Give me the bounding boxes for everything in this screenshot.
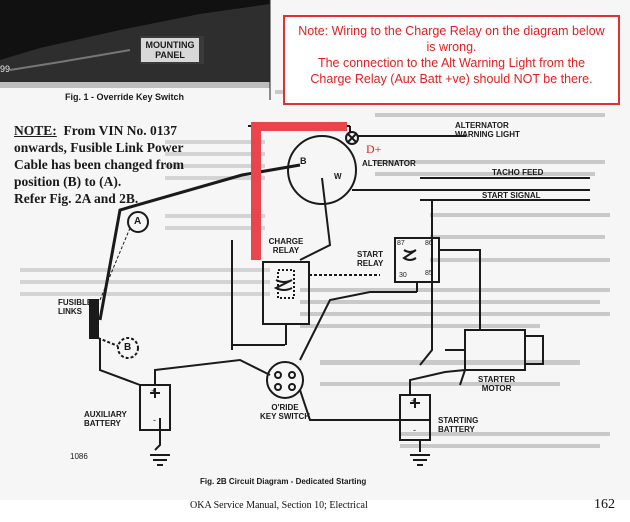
aux-battery-minus: - [153, 415, 156, 425]
page-number: 162 [594, 497, 615, 512]
fusible-links-symbol [89, 299, 99, 339]
vin-note-line-2: Cable has been changed from [14, 157, 185, 172]
note-line-4: Charge Relay (Aux Batt +ve) should NOT b… [310, 72, 593, 86]
mounting-panel-label: MOUNTING PANEL [143, 40, 197, 60]
fig1-caption: Fig. 1 - Override Key Switch [65, 92, 185, 102]
warning-light-symbol [345, 131, 359, 145]
key-switch-label: O'RIDE KEY SWITCH [248, 403, 322, 421]
alternator-symbol [287, 135, 357, 205]
callout-b-circle [117, 337, 139, 359]
starting-battery-symbol [399, 394, 431, 441]
key-switch-symbol [266, 361, 304, 399]
alternator-label: ALTERNATOR [362, 159, 416, 168]
starter-motor-line-2: MOTOR [481, 384, 512, 393]
vin-note-heading: NOTE: [14, 123, 57, 138]
mounting-panel-tag [141, 38, 199, 62]
charge-relay-line-1: CHARGE [268, 237, 304, 246]
alt-warning-light-label: ALTERNATOR WARNING LIGHT [455, 121, 520, 139]
relay-pin-87: 87 [397, 240, 405, 247]
alt-warning-light-line-1: ALTERNATOR [455, 121, 509, 130]
alt-warning-light-line-2: WARNING LIGHT [455, 130, 520, 139]
fusible-links-label: FUSIBLE LINKS [58, 298, 92, 316]
mounting-panel-line-1: MOUNTING [145, 40, 195, 50]
auxiliary-battery-label: AUXILIARY BATTERY [84, 410, 127, 428]
key-switch-line-2: KEY SWITCH [259, 412, 311, 421]
mounting-panel-line-2: PANEL [155, 50, 185, 60]
aux-battery-line-2: BATTERY [84, 419, 121, 428]
starting-battery-plus: + [411, 396, 417, 406]
b-terminal-label: B [300, 156, 307, 166]
start-relay-line-1: START [357, 250, 384, 259]
w-terminal-label: W [334, 172, 342, 181]
starting-battery-minus: - [413, 425, 416, 435]
callout-a-circle [127, 211, 149, 233]
vin-note-first: From VIN No. 0137 [63, 123, 178, 138]
note-line-3: The connection to the Alt Warning Light … [317, 56, 586, 70]
key-switch-line-1: O'RIDE [271, 403, 299, 412]
relay-pin-86: 86 [425, 240, 433, 247]
starting-battery-label: STARTING BATTERY [438, 416, 478, 434]
start-relay-line-2: RELAY [357, 259, 384, 268]
start-relay-label: START RELAY [357, 250, 383, 268]
vin-note-line-1: onwards, Fusible Link Power [14, 140, 184, 155]
note-line-2: is wrong. [426, 40, 477, 54]
callout-a-label: A [134, 216, 142, 227]
page-edge-number: 99 [0, 64, 11, 74]
vin-note: NOTE: From VIN No. 0137 onwards, Fusible… [14, 122, 184, 207]
vin-note-line-4: Refer Fig. 2A and 2B. [14, 191, 139, 206]
charge-relay-line-2: RELAY [272, 246, 300, 255]
vin-note-line-3: position (B) to (A). [14, 174, 122, 189]
aux-battery-line-1: AUXILIARY [84, 410, 127, 419]
incorrect-wiring-highlight [251, 122, 347, 260]
aux-battery-plus: + [151, 386, 157, 396]
relay-pin-85: 85 [425, 270, 433, 277]
fusible-links-line-2: LINKS [58, 307, 82, 316]
starter-motor-label: STARTER MOTOR [478, 375, 515, 393]
starting-battery-line-1: STARTING [438, 416, 479, 425]
charge-relay-label: CHARGE RELAY [263, 237, 309, 255]
manual-footer: OKA Service Manual, Section 10; Electric… [190, 500, 368, 511]
tacho-feed-label: TACHO FEED [492, 168, 544, 177]
callout-b-label: B [124, 342, 132, 353]
relay-pin-30: 30 [399, 272, 407, 279]
starting-battery-line-2: BATTERY [438, 425, 475, 434]
start-signal-label: START SIGNAL [482, 191, 541, 200]
note-line-1: Note: Wiring to the Charge Relay on the … [298, 24, 605, 38]
fig2b-caption: Fig. 2B Circuit Diagram - Dedicated Star… [200, 477, 367, 486]
wiring-error-note: Note: Wiring to the Charge Relay on the … [283, 15, 620, 105]
fusible-links-line-1: FUSIBLE [58, 298, 93, 307]
d-plus-label: D+ [366, 142, 382, 156]
starter-motor-line-1: STARTER [478, 375, 516, 384]
drawing-number: 1086 [70, 452, 88, 461]
